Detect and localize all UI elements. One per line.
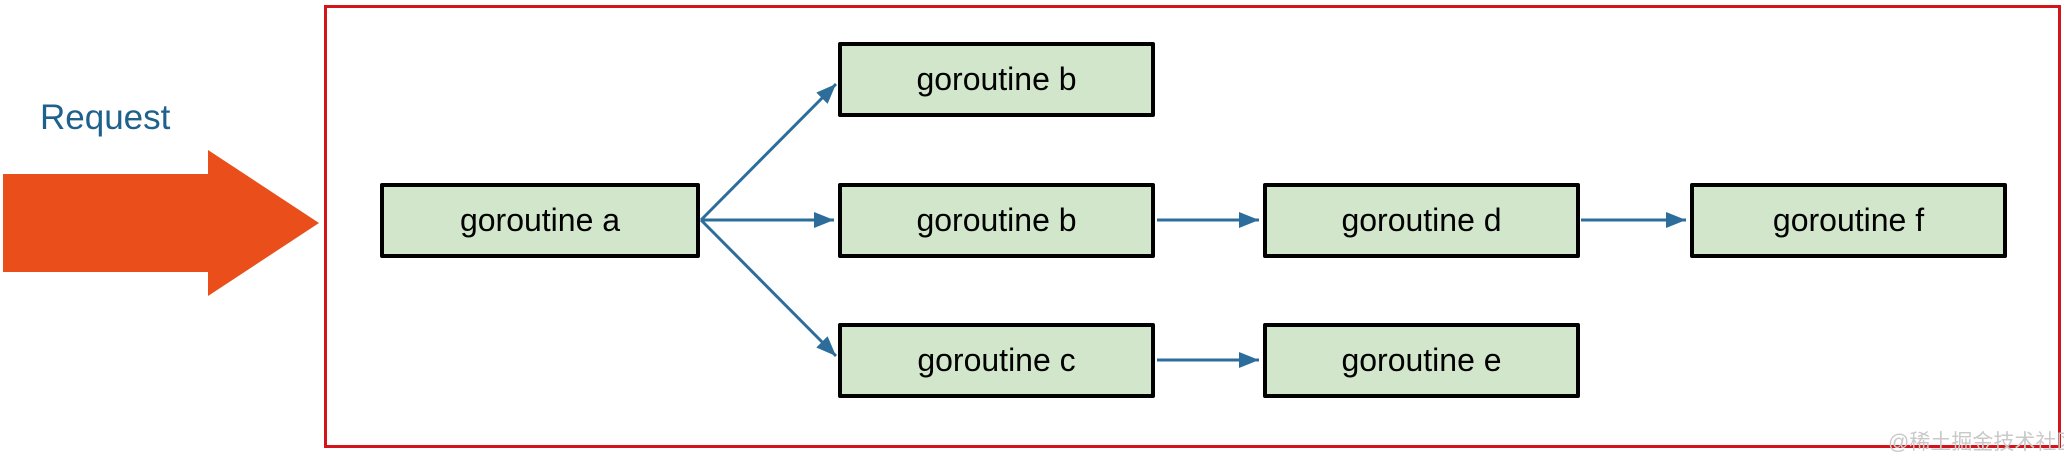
request-label: Request: [40, 98, 171, 137]
watermark-text: @稀土掘金技术社区: [1888, 431, 2064, 454]
node-goroutine-e: goroutine e: [1263, 323, 1580, 398]
node-goroutine-b-mid: goroutine b: [838, 183, 1155, 258]
node-goroutine-b-top: goroutine b: [838, 42, 1155, 117]
process-boundary-frame: [324, 5, 2061, 448]
node-goroutine-d: goroutine d: [1263, 183, 1580, 258]
node-goroutine-c: goroutine c: [838, 323, 1155, 398]
node-goroutine-f: goroutine f: [1690, 183, 2007, 258]
request-arrow-icon: [3, 150, 319, 296]
node-goroutine-a: goroutine a: [380, 183, 700, 258]
